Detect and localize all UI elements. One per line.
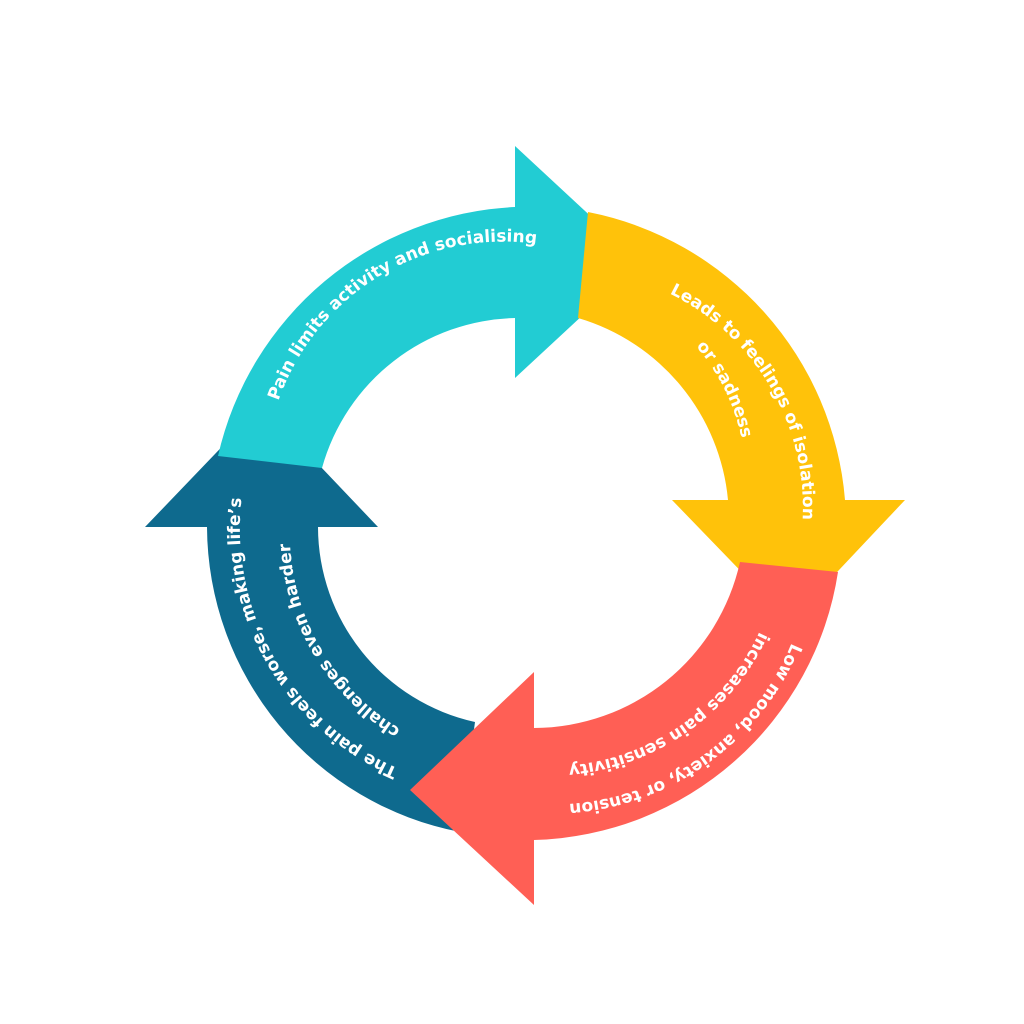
arrow-pain-worse (145, 405, 475, 832)
arrow-limits-activity (218, 146, 640, 468)
arrow-low-mood (410, 562, 838, 905)
arrow-isolation (578, 212, 905, 622)
